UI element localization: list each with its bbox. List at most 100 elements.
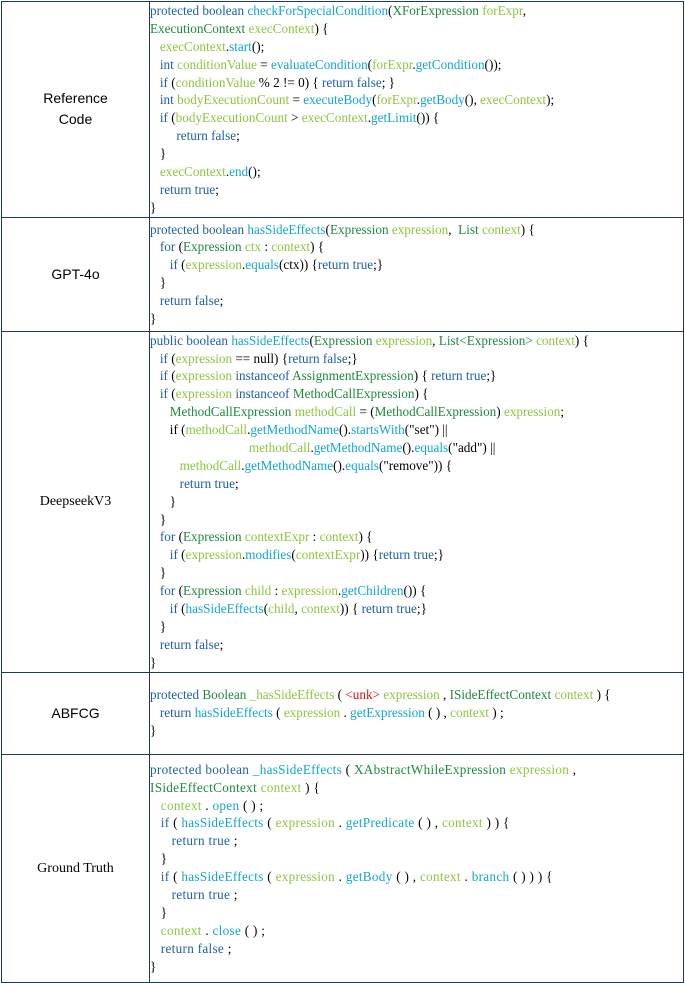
row-label-line: DeepseekV3 — [39, 494, 112, 510]
code-token-pl: (ctx)) { — [278, 257, 318, 273]
row-label: DeepseekV3 — [1, 330, 150, 673]
code-line: protected Boolean _hasSideEffects ( <unk… — [150, 686, 683, 704]
code-line: if (hasSideEffects(child, context)) { re… — [150, 600, 683, 618]
code-token-kw: for — [159, 529, 179, 545]
code-line: } — [150, 850, 683, 868]
code-line: if (expression.modifies(contextExpr)) {r… — [150, 546, 683, 564]
code-token-fn: modifies — [245, 547, 292, 563]
code-token-kw: if — [159, 368, 172, 384]
code-token-pl — [150, 75, 160, 90]
code-line: if (expression == null) {return false;} — [150, 350, 683, 368]
code-token-var: methodCall — [185, 422, 248, 438]
code-cell: protected boolean _hasSideEffects ( XAbs… — [149, 753, 684, 983]
code-token-fn: getBody — [345, 869, 397, 885]
code-token-pl: ( — [178, 239, 183, 255]
code-cell: protected boolean hasSideEffects(Express… — [149, 216, 684, 332]
code-token-pl: ); — [546, 92, 555, 108]
code-line: for (Expression contextExpr : context) { — [150, 528, 683, 546]
code-token-pl: if ( — [150, 422, 186, 438]
code-token-kw: instanceof — [235, 386, 293, 402]
code-token-fn: getCondition — [415, 56, 485, 72]
code-line: return false; — [150, 127, 683, 145]
row-abfcg: ABFCG protected Boolean _hasSideEffects … — [1, 671, 684, 755]
code-token-pl: ) ) { — [486, 815, 510, 831]
code-token-pl: . — [225, 164, 230, 180]
code-token-kw: protected boolean — [150, 761, 253, 777]
row-label-line: Ground Truth — [37, 860, 114, 876]
code-token-fn: startsWith — [351, 422, 405, 438]
code-token-pl: = ( — [356, 404, 375, 420]
code-token-pl — [150, 164, 160, 179]
code-token-pl — [150, 57, 160, 72]
row-label-line: Code — [58, 111, 93, 128]
code-token-fn: getChildren — [341, 583, 404, 599]
code-token-pl: ; — [233, 887, 238, 902]
code-token-pl: ( ) ; — [244, 922, 266, 938]
code-token-pl: . — [241, 257, 246, 273]
code-line: int conditionValue = evaluateCondition(f… — [150, 56, 683, 74]
code-token-pl: ("add") || — [448, 440, 496, 456]
code-line: return true ; — [150, 832, 683, 850]
code-token-kw: if — [160, 869, 174, 885]
code-token-fn: getExpression — [350, 705, 429, 721]
code-token-var: context — [481, 221, 521, 237]
code-token-kw: protected boolean — [150, 221, 248, 237]
code-token-pl: ( — [337, 687, 346, 703]
code-line: return hasSideEffects ( expression . get… — [150, 704, 683, 722]
code-line: } — [150, 564, 683, 582]
code-token-pl — [150, 39, 160, 54]
code-token-pl: ( — [171, 368, 176, 384]
code-token-pl — [150, 529, 160, 544]
code-line: if (expression.equals(ctx)) {return true… — [150, 256, 683, 274]
code-token-pl: ) { — [574, 332, 589, 348]
code-line: } — [150, 199, 683, 217]
code-token-pl: . — [367, 110, 371, 126]
code-token-var: context — [536, 332, 575, 348]
code-token-kw: if — [160, 815, 174, 831]
code-token-pl: ( — [291, 547, 296, 563]
code-token-pl: } — [150, 511, 167, 527]
code-cell: protected Boolean _hasSideEffects ( <unk… — [149, 671, 684, 755]
code-line: if (expression instanceof AssignmentExpr… — [150, 367, 683, 385]
code-token-pl: } — [150, 958, 157, 974]
code-token-fn: open — [212, 797, 243, 813]
code-token-var: context — [160, 922, 206, 938]
code-token-var: execContext — [159, 38, 226, 54]
code-token-pl: ) { — [414, 386, 429, 402]
code-token-pl: ( — [181, 547, 186, 563]
code-token-fn: executeBody — [303, 92, 373, 108]
code-line: public boolean hasSideEffects(Expression… — [150, 332, 683, 350]
code-token-fn: getMethodName — [250, 422, 339, 438]
code-token-var: forExpr — [372, 56, 413, 72]
code-token-var: expression — [185, 257, 242, 273]
code-token-kw: return true — [317, 257, 374, 273]
code-token-pl: ) { — [314, 20, 329, 36]
code-token-pl — [150, 887, 172, 902]
code-token-pl: . — [225, 38, 230, 54]
code-token-pl: ) { — [413, 368, 432, 384]
code-token-pl: . — [338, 815, 346, 831]
code-token-pl: ( — [178, 583, 183, 599]
code-line: } — [150, 511, 683, 529]
code-token-pl: . — [412, 56, 416, 72]
code-token-kw: if — [169, 547, 182, 563]
code-token-ty: AssignmentExpression — [292, 368, 414, 384]
code-token-fn: close — [212, 922, 245, 938]
code-token-kw: public boolean — [150, 332, 232, 348]
row-gpt-4o: GPT-4o protected boolean hasSideEffects(… — [1, 216, 684, 332]
code-token-pl — [150, 351, 160, 366]
code-token-var: bodyExecutionCount — [175, 110, 288, 126]
code-token-pl: ()) { — [416, 110, 440, 126]
code-token-kw: return true — [431, 368, 487, 384]
code-line: } — [150, 722, 683, 740]
code-line: context . close ( ) ; — [150, 922, 683, 940]
code-cell: protected boolean checkForSpecialConditi… — [149, 1, 684, 218]
code-line: if ( hasSideEffects ( expression . getPr… — [150, 814, 683, 832]
code-token-pl: ("set") || — [404, 422, 448, 438]
code-token-pl: , — [448, 221, 459, 237]
code-line: if (methodCall.getMethodName().startsWit… — [150, 421, 683, 439]
code-token-pl: ( ) ; — [242, 797, 264, 813]
code-token-ty: MethodCallExpression — [374, 404, 497, 420]
code-token-ty: ISideEffectContext — [449, 687, 555, 703]
